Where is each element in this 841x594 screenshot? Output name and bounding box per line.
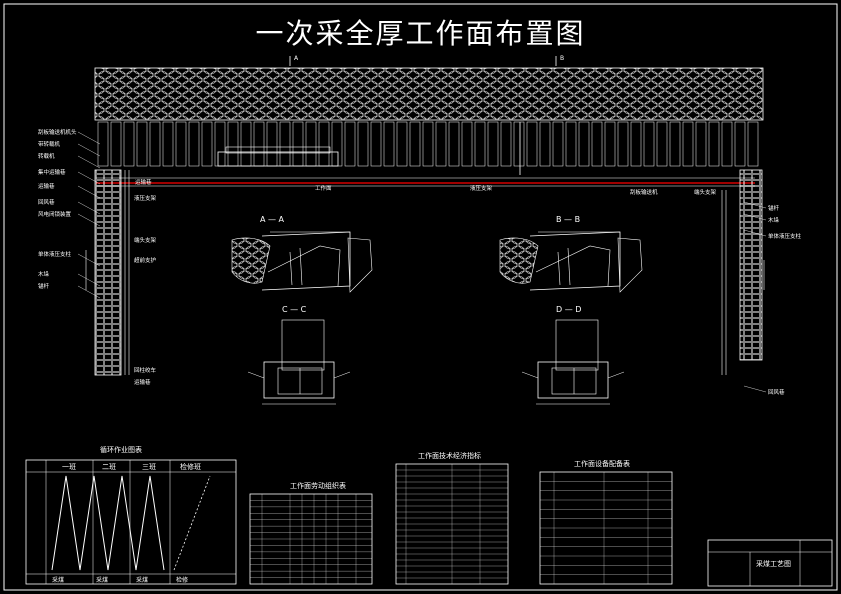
right-callout-label: 回风巷: [768, 388, 785, 396]
label-center: 工作面: [315, 184, 332, 192]
left-callout-label: 刮板输送机机头: [38, 128, 77, 136]
equip-table-title: 工作面设备配备表: [574, 459, 630, 468]
left-callouts: 刮板输送机机头带转载机转载机集中运输巷运输巷回风巷风电闭锁装置单体液压支柱木垛锚…: [38, 128, 101, 299]
section-d-d: D — D: [521, 305, 625, 405]
label-top-left: 运输巷: [135, 178, 152, 186]
shearer: [217, 146, 339, 167]
svg-text:C — C: C — C: [282, 305, 307, 314]
drawing-title: 一次采全厚工作面布置图: [255, 17, 586, 50]
title-block-name: 采煤工艺图: [756, 559, 791, 568]
right-callout-label: 木垛: [768, 216, 780, 224]
svg-text:A — A: A — A: [260, 215, 285, 224]
tech-table-title: 工作面技术经济指标: [418, 451, 481, 460]
right-roadway: [721, 169, 765, 375]
cycle-footer-2: 采煤: [96, 576, 108, 584]
left-callout-label: 风电闭锁装置: [38, 210, 72, 218]
left-callout-label: 集中运输巷: [38, 168, 66, 176]
cycle-header-4: 检修班: [180, 462, 201, 471]
label-red-line: 刮板输送机: [630, 188, 658, 196]
labor-table: 工作面劳动组织表: [249, 481, 373, 585]
equip-table: 工作面设备配备表: [539, 459, 673, 585]
label-right-a: 端头支架: [694, 188, 717, 196]
hydraulic-support-row: [97, 121, 759, 167]
svg-text:D — D: D — D: [556, 305, 581, 314]
left-callout-label: 运输巷: [38, 182, 55, 190]
svg-text:B — B: B — B: [556, 215, 580, 224]
right-callout-label: 锚杆: [768, 204, 780, 212]
label-support: 液压支架: [470, 184, 493, 192]
svg-text:B: B: [560, 55, 564, 62]
goaf-rock-band: [94, 67, 764, 121]
right-callout-label: 单体液压支柱: [768, 232, 802, 240]
cycle-footer-1: 采煤: [52, 576, 64, 584]
tech-table: 工作面技术经济指标: [395, 451, 509, 585]
cycle-header-2: 二班: [102, 462, 116, 471]
left-callout-label: 木垛: [38, 270, 50, 278]
section-c-c: C — C: [247, 305, 351, 405]
cycle-chart-title: 循环作业图表: [100, 445, 142, 454]
left-callout-label: 转载机: [38, 152, 55, 160]
left-inner-label: 运输巷: [134, 378, 151, 386]
left-callout-label: 带转载机: [38, 140, 61, 148]
left-roadway: [85, 169, 130, 376]
left-inner-label: 端头支架: [134, 236, 157, 244]
cycle-header-1: 一班: [62, 462, 76, 471]
cycle-footer-3: 采煤: [136, 576, 148, 584]
left-inner-label: 液压支架: [134, 194, 157, 202]
section-mark-b: B: [555, 55, 564, 66]
labor-table-title: 工作面劳动组织表: [290, 481, 346, 490]
title-block: 采煤工艺图: [707, 539, 833, 587]
left-inner-label: 回柱绞车: [134, 366, 157, 374]
sheet-frame: [3, 3, 838, 591]
section-mark-a: A: [289, 55, 299, 66]
cycle-footer-4: 检修: [176, 576, 188, 584]
left-callout-label: 单体液压支柱: [38, 250, 72, 258]
left-callout-label: 锚杆: [38, 282, 50, 290]
left-inner-label: 超前支护: [134, 256, 157, 264]
cycle-chart: 循环作业图表 一班 二班 三班 检修班 采煤 采煤 采煤 检修: [25, 445, 237, 585]
left-callout-label: 回风巷: [38, 198, 55, 206]
section-b-b: B — B: [499, 215, 643, 293]
svg-text:A: A: [294, 55, 299, 62]
cycle-header-3: 三班: [142, 462, 156, 471]
section-a-a: A — A: [231, 215, 373, 293]
